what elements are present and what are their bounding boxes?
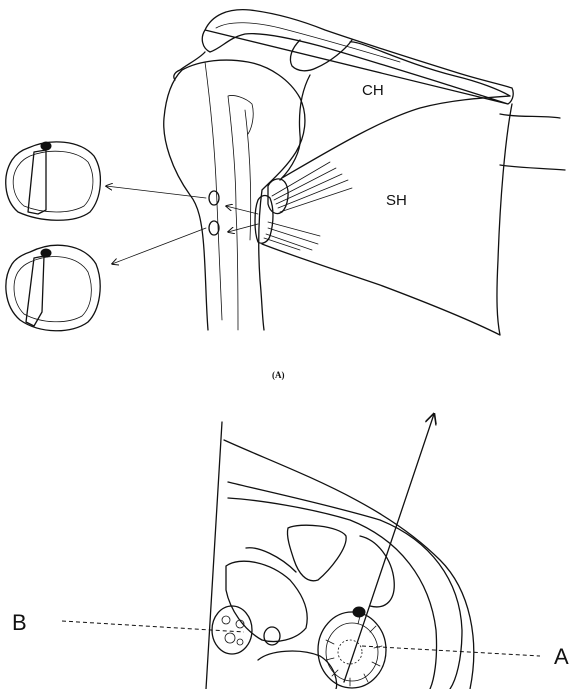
- compartment-upper: [286, 524, 347, 582]
- compartment-lower: [245, 547, 297, 573]
- label-sh: SH: [386, 192, 407, 209]
- dot-upper: [40, 141, 52, 151]
- scapular-spine-line: [281, 95, 511, 179]
- hatched-bone-lower: [25, 255, 45, 327]
- deltoid-inner: [227, 481, 463, 690]
- label-panel-a: (A): [272, 370, 285, 380]
- clavicle-outline: [201, 9, 514, 105]
- humerus-cortex-lines: [204, 61, 254, 331]
- clavicle-inner-line: [215, 22, 401, 63]
- humerus-outline: [163, 59, 306, 331]
- screw-hole-lower: [208, 220, 220, 236]
- skin-outline: [205, 421, 223, 690]
- acromion-outline: [173, 51, 206, 81]
- glenoid-rim: [254, 194, 274, 244]
- cross-section-upper: [5, 141, 101, 221]
- dashed-line-a: [361, 645, 541, 657]
- compartment-middle: [225, 560, 308, 643]
- muscle-layer-1: [227, 497, 438, 690]
- arrow-glenoid-upper: [226, 206, 259, 215]
- panel-a-shoulder-drawing: CH SH (A): [5, 9, 566, 380]
- hatched-bone-upper: [27, 149, 47, 215]
- arrow-lower: [112, 227, 207, 264]
- dashed-line-b: [61, 620, 245, 633]
- label-a: A: [554, 644, 569, 669]
- tendon-fibers: [263, 161, 353, 251]
- label-b: B: [12, 610, 27, 635]
- black-marker: [352, 606, 366, 618]
- humeral-head-section: [317, 606, 387, 689]
- scapula-medial-border: [499, 113, 566, 171]
- panel-b-cross-section-drawing: B A: [12, 414, 569, 690]
- compartment-right: [359, 535, 395, 608]
- scapula-outline: [261, 41, 513, 336]
- small-vessel: [263, 626, 281, 646]
- dot-lower: [40, 248, 52, 258]
- lower-structure: [257, 650, 338, 690]
- arrow-glenoid-lower: [228, 223, 259, 232]
- tendon-insertion: [267, 178, 289, 215]
- arrow-upper: [106, 186, 207, 199]
- label-ch: CH: [362, 82, 384, 99]
- deltoid-outer: [223, 439, 475, 690]
- cross-section-lower: [5, 244, 101, 332]
- arrow-direction: [343, 414, 434, 683]
- coracoid-outline: [289, 39, 353, 72]
- screw-hole-upper: [208, 190, 220, 206]
